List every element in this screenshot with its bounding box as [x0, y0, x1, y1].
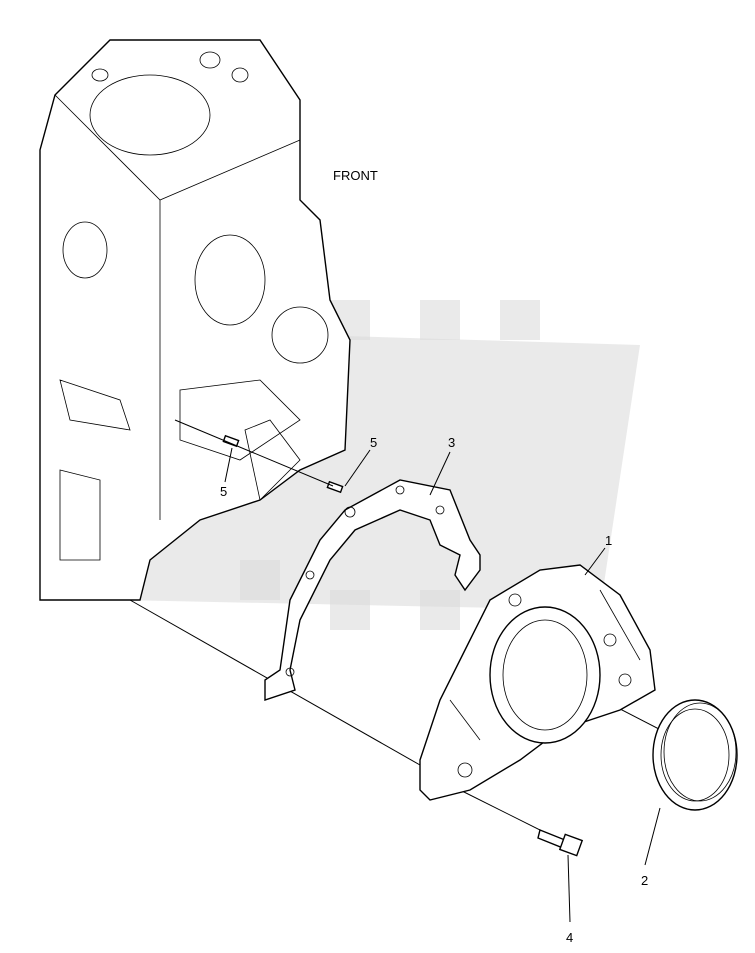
gasket: [264, 479, 481, 701]
dowel-pin-upper: [222, 434, 240, 448]
callout-leaders: [224, 447, 661, 923]
callout-3: 3: [448, 435, 455, 450]
oil-seal-ring: [652, 699, 738, 811]
front-label: FRONT: [333, 168, 378, 183]
callout-5-lower: 5: [220, 484, 227, 499]
engine-block: [39, 39, 351, 601]
bolt: [537, 829, 584, 857]
callout-1: 1: [605, 533, 612, 548]
rear-cover-housing: [419, 564, 656, 801]
callout-2: 2: [641, 873, 648, 888]
callout-5-upper: 5: [370, 435, 377, 450]
callout-4: 4: [566, 930, 573, 945]
